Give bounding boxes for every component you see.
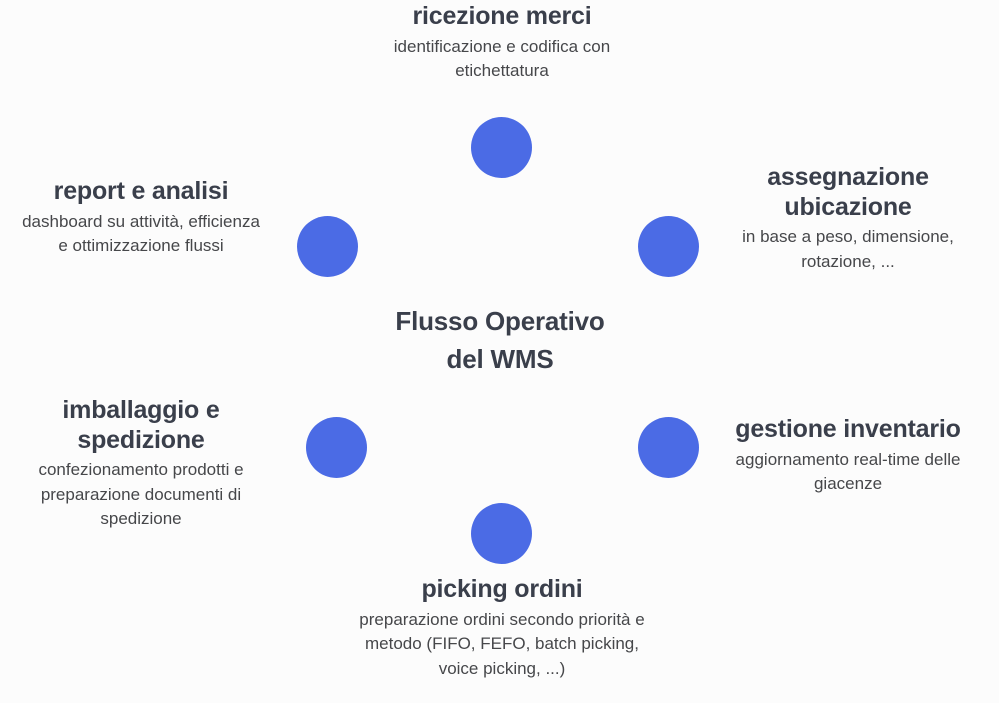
node-dot-picking-ordini[interactable] [471,503,532,564]
node-label-report-analisi: report e analisi dashboard su attività, … [2,177,280,259]
node-desc-gestione-inventario: aggiornamento real-time delle giacenze [700,448,996,497]
node-desc-line-2: metodo (FIFO, FEFO, batch picking, [365,634,639,654]
node-desc-line-3: spedizione [100,509,182,529]
node-title-imballaggio-spedizione: imballaggio e spedizione [62,396,220,454]
node-dot-assegnazione-ubicazione[interactable] [638,216,699,277]
node-desc-line-3: voice picking, ...) [438,658,566,678]
node-desc-line-1: dashboard su attività, efficienza [22,211,260,231]
node-desc-line-1: in base a peso, dimensione, [742,227,954,246]
node-label-picking-ordini: picking ordini preparazione ordini secon… [292,575,712,681]
node-desc-line-2: etichettatura [455,61,549,81]
node-title-gestione-inventario: gestione inventario [735,415,961,443]
node-label-gestione-inventario: gestione inventario aggiornamento real-t… [700,415,996,497]
node-desc-report-analisi: dashboard su attività, efficienza e otti… [2,210,280,259]
node-title-ricezione-merci: ricezione merci [412,2,592,30]
node-desc-picking-ordini: preparazione ordini secondo priorità e m… [292,608,712,682]
node-desc-line-2: e ottimizzazione flussi [58,236,224,256]
node-title-assegnazione-ubicazione: assegnazione ubicazione [767,163,929,221]
center-title-line-1: Flusso Operativo [395,306,605,336]
node-desc-assegnazione-ubicazione: in base a peso, dimensione, rotazione, .… [707,225,989,274]
node-desc-imballaggio-spedizione: confezionamento prodotti e preparazione … [2,458,280,532]
center-title-line-2: del WMS [446,343,554,374]
node-desc-ricezione-merci: identificazione e codifica con etichetta… [302,35,702,84]
node-desc-line-2: preparazione documenti di [40,484,242,504]
node-title-picking-ordini: picking ordini [421,575,583,603]
node-dot-imballaggio-spedizione[interactable] [306,417,367,478]
diagram-center-title: Flusso Operativo del WMS [330,303,670,378]
node-desc-line-2: rotazione, ... [801,251,895,271]
node-desc-line-2: giacenze [813,474,883,494]
node-desc-line-1: preparazione ordini secondo priorità e [359,609,645,629]
node-desc-line-1: confezionamento prodotti e [38,460,244,479]
node-label-imballaggio-spedizione: imballaggio e spedizione confezionamento… [2,396,280,532]
node-title-report-analisi: report e analisi [53,177,229,205]
node-dot-report-analisi[interactable] [297,216,358,277]
node-desc-line-1: identificazione e codifica con [393,36,611,56]
node-dot-ricezione-merci[interactable] [471,117,532,178]
node-dot-gestione-inventario[interactable] [638,417,699,478]
node-label-ricezione-merci: ricezione merci identificazione e codifi… [302,2,702,84]
node-desc-line-1: aggiornamento real-time delle [735,449,961,469]
node-label-assegnazione-ubicazione: assegnazione ubicazione in base a peso, … [707,163,989,274]
